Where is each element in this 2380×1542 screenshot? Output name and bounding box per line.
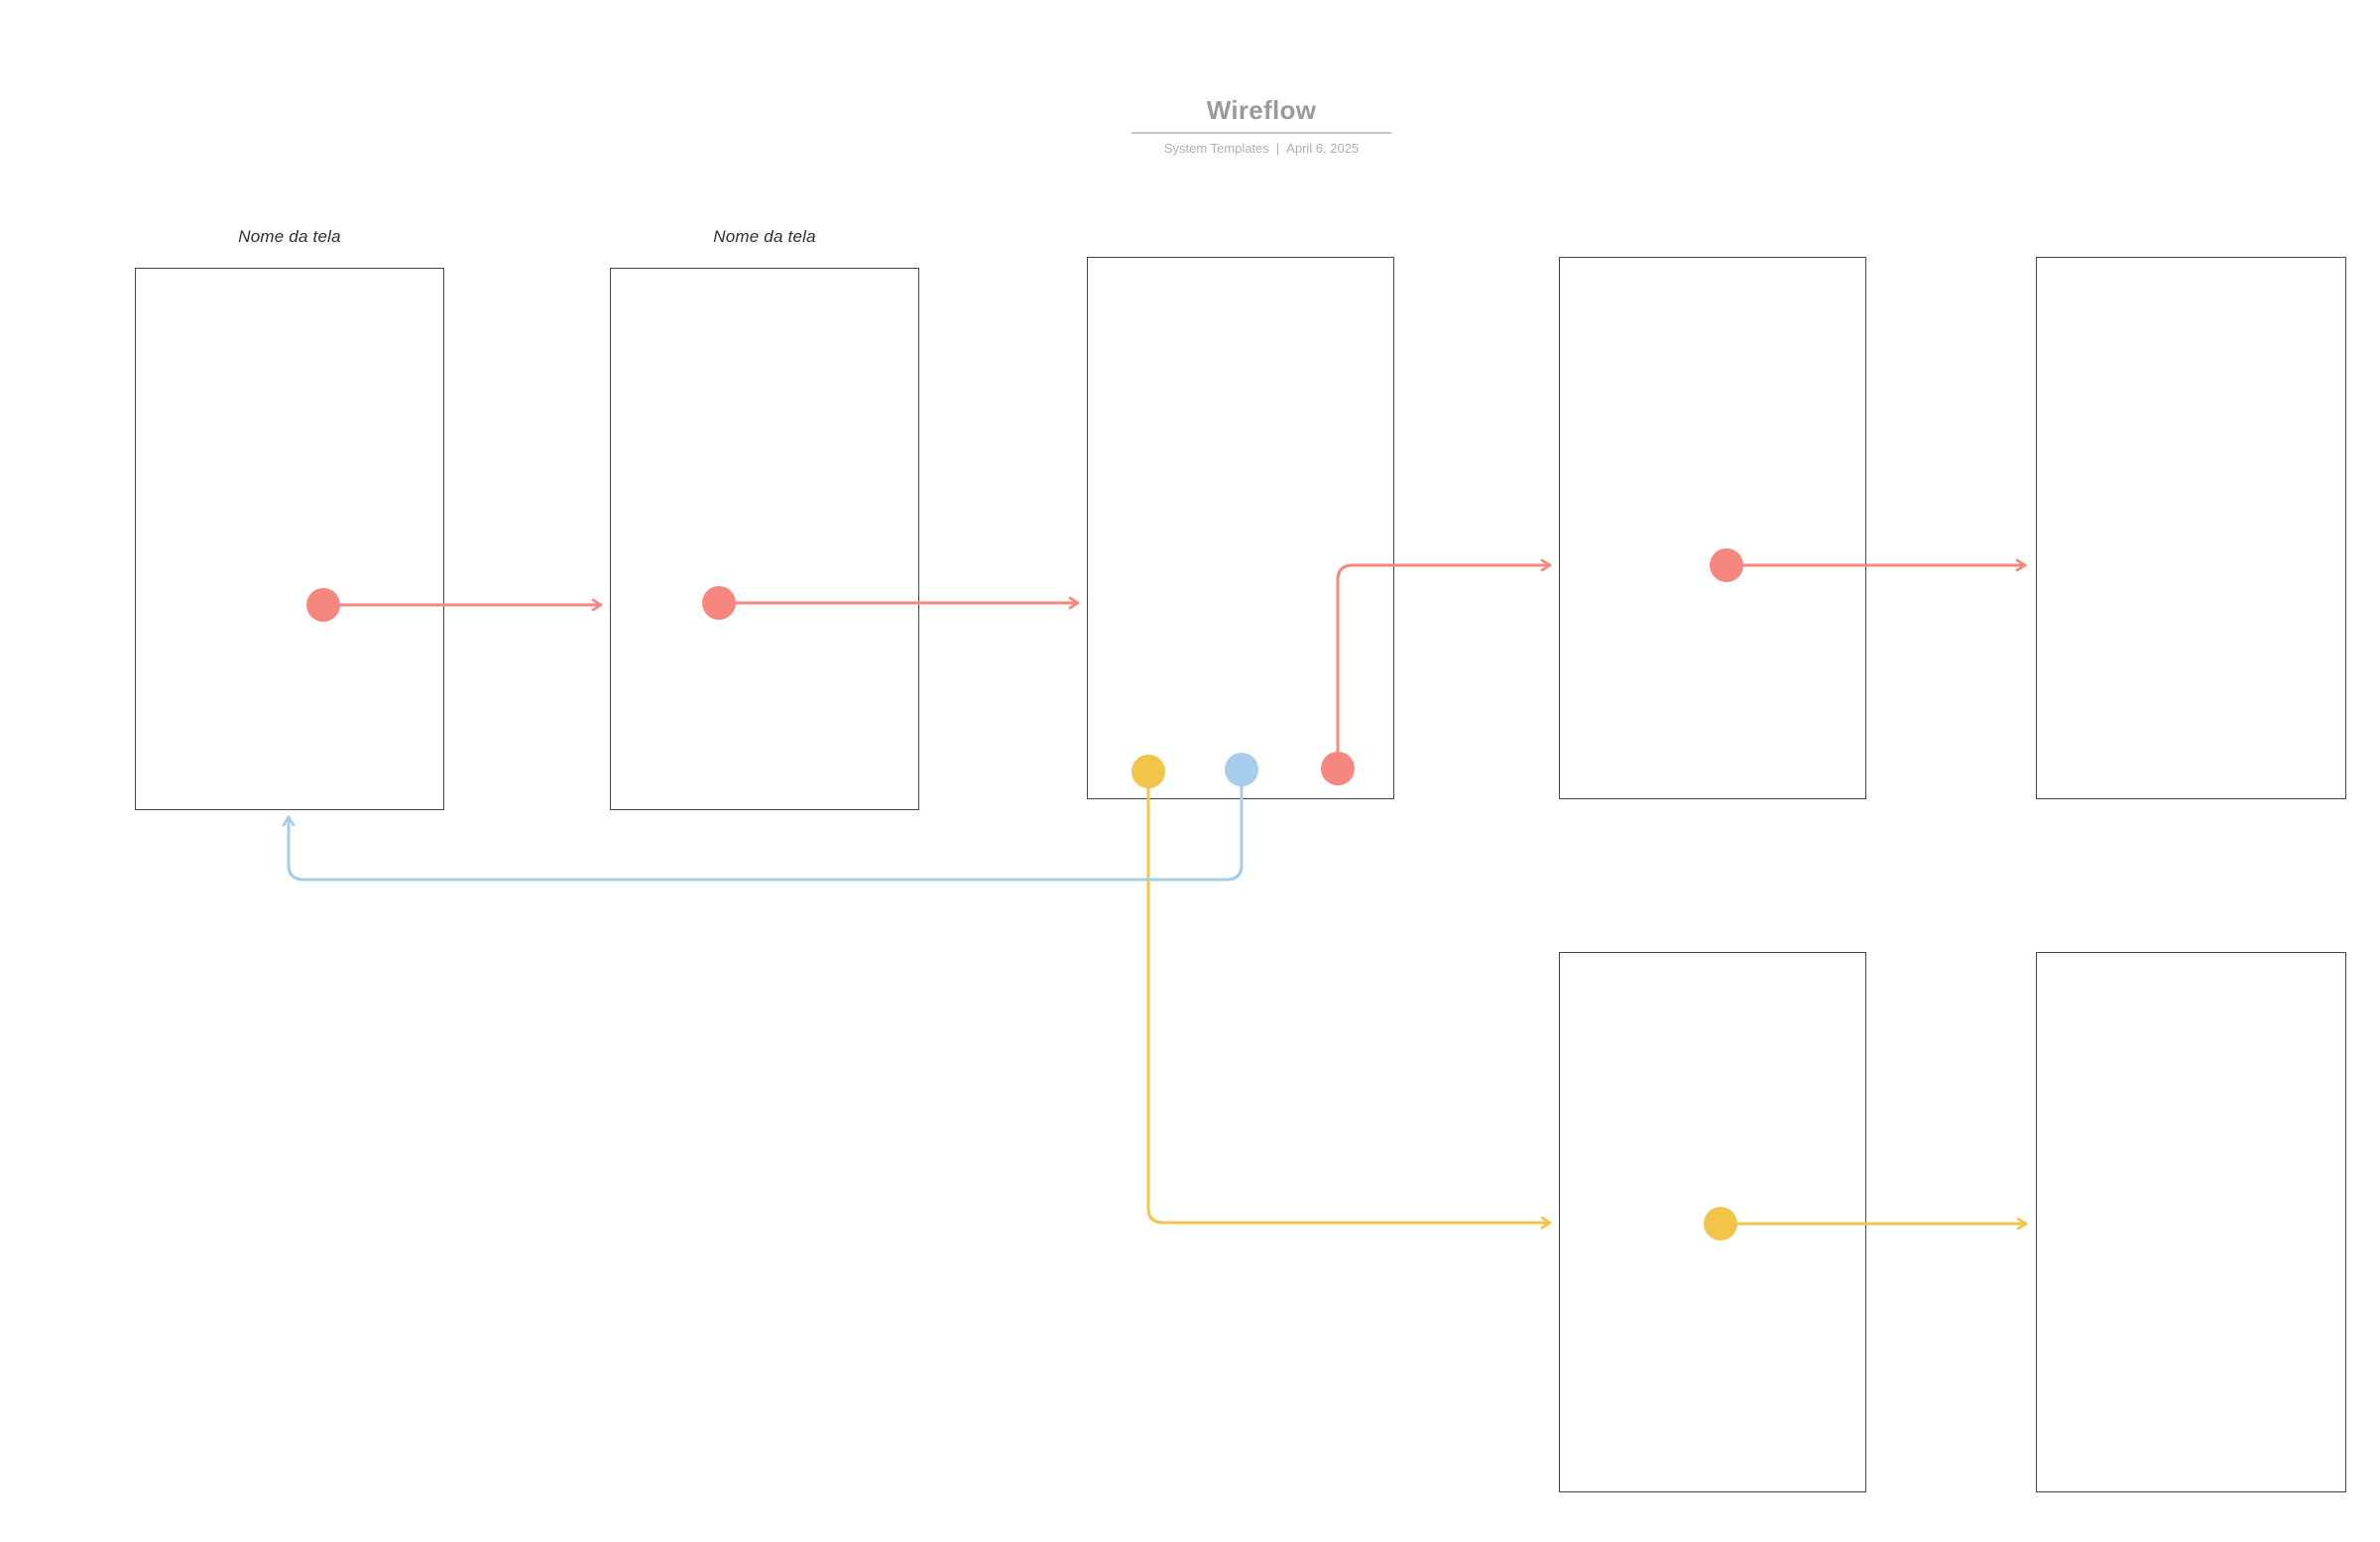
screen-frame-4[interactable] [1559, 257, 1866, 799]
screen-frame-5[interactable] [2036, 257, 2346, 799]
screen-label-1[interactable]: Nome da tela [238, 227, 341, 246]
subtitle-separator: | [1275, 141, 1280, 156]
title-underline [1131, 132, 1391, 134]
subtitle-templates: System Templates [1163, 141, 1269, 156]
screen-frame-3[interactable] [1087, 257, 1394, 799]
screen-label-2[interactable]: Nome da tela [713, 227, 816, 246]
page-title: Wireflow [1206, 95, 1317, 125]
document-header: Wireflow System Templates | April 6, 2025 [1131, 95, 1391, 156]
subtitle-date: April 6, 2025 [1286, 141, 1360, 156]
screen-frame-1[interactable] [135, 268, 444, 810]
screen-frame-6[interactable] [1559, 952, 1866, 1492]
page-subtitle: System Templates | April 6, 2025 [1131, 141, 1391, 156]
connector-screen3-screen6[interactable] [1146, 770, 1552, 1230]
screen-frame-2[interactable] [610, 268, 919, 810]
screen-frame-7[interactable] [2036, 952, 2346, 1492]
